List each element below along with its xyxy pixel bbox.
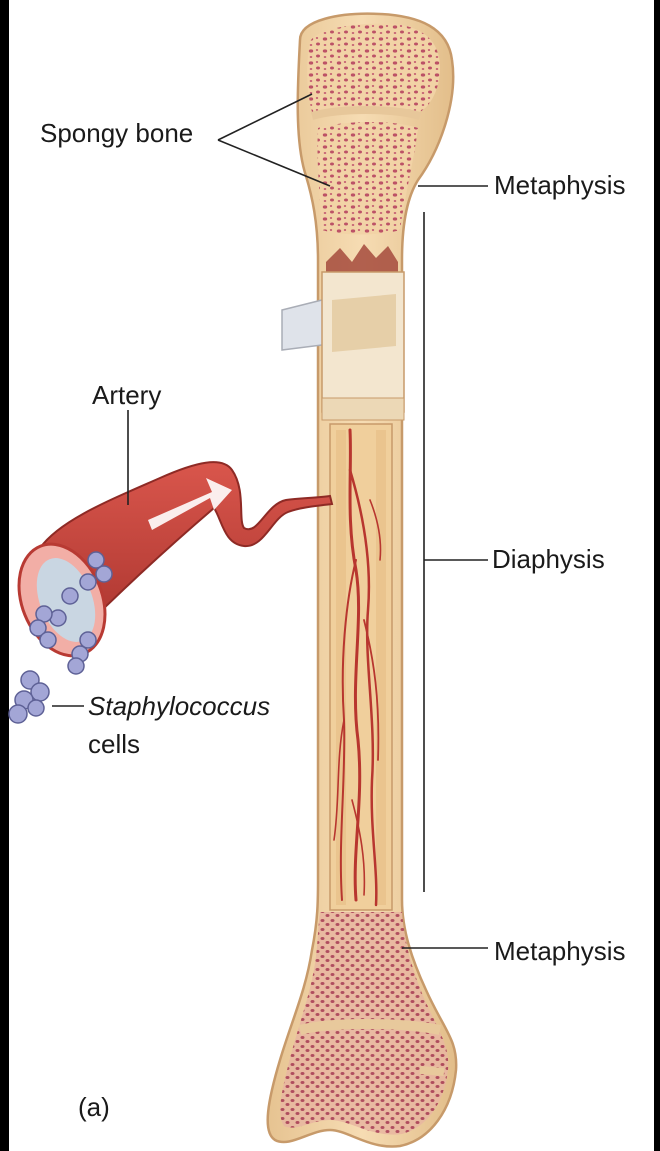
label-diaphysis: Diaphysis — [492, 544, 605, 575]
label-metaphysis-top: Metaphysis — [494, 170, 626, 201]
label-spongy-bone: Spongy bone — [40, 118, 193, 149]
panel-label: (a) — [78, 1092, 110, 1123]
spongy-bone-bottom — [280, 912, 448, 1135]
label-artery: Artery — [92, 380, 161, 411]
bandage-wrap-icon — [282, 272, 404, 420]
label-metaphysis-bottom: Metaphysis — [494, 936, 626, 967]
label-cells: cells — [88, 729, 140, 760]
label-staphylococcus: Staphylococcus — [88, 691, 270, 722]
